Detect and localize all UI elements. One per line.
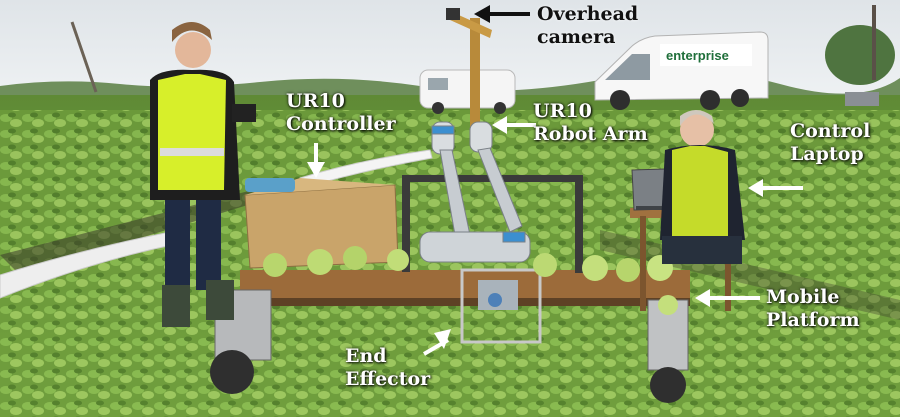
label-ur10-robot-arm-line1: UR10 <box>533 100 592 122</box>
van-logo: enterprise <box>666 48 729 63</box>
ur10-robot-arm <box>419 121 531 263</box>
label-ur10-controller-line1: UR10 <box>286 90 345 112</box>
label-mobile-platform-line1: Mobile <box>766 286 840 308</box>
arrow-end-effector <box>422 329 451 356</box>
fleece-roll-far <box>299 149 433 189</box>
label-overhead-camera-line2: camera <box>537 26 616 48</box>
utility-pole-left <box>70 21 98 93</box>
trailer-box <box>845 92 879 106</box>
arrow-mobile-platform <box>695 289 760 307</box>
end-effector <box>460 268 542 344</box>
person-left <box>150 22 256 327</box>
label-ur10-controller: UR10 Controller <box>286 90 396 136</box>
label-end-effector-line2: Effector <box>345 368 431 390</box>
arrow-control-laptop <box>748 179 803 197</box>
label-end-effector-line1: End <box>345 345 387 367</box>
label-control-laptop-line2: Laptop <box>790 143 864 165</box>
van-enterprise <box>594 31 769 110</box>
label-overhead-camera-line1: Overhead <box>537 3 639 25</box>
van-small <box>419 69 516 114</box>
label-control-laptop: Control Laptop <box>790 120 870 166</box>
harvested-lettuces <box>263 246 678 315</box>
label-end-effector: End Effector <box>345 345 430 391</box>
arrow-ur10-robot-arm <box>492 116 536 134</box>
label-ur10-robot-arm-line2: Robot Arm <box>533 123 648 145</box>
label-ur10-robot-arm: UR10 Robot Arm <box>533 100 648 146</box>
label-mobile-platform-line2: Platform <box>766 309 860 331</box>
mobile-platform <box>210 175 690 403</box>
label-overhead-camera: Overhead camera <box>537 3 638 49</box>
arrow-ur10-controller <box>307 143 325 178</box>
label-ur10-controller-line2: Controller <box>286 113 396 135</box>
label-mobile-platform: Mobile Platform <box>766 286 860 332</box>
label-control-laptop-line1: Control <box>790 120 871 142</box>
tree <box>825 25 895 85</box>
utility-pole <box>872 5 876 80</box>
arrow-overhead-camera <box>474 5 530 23</box>
overhead-camera-mast <box>446 8 492 128</box>
person-right <box>660 110 745 264</box>
